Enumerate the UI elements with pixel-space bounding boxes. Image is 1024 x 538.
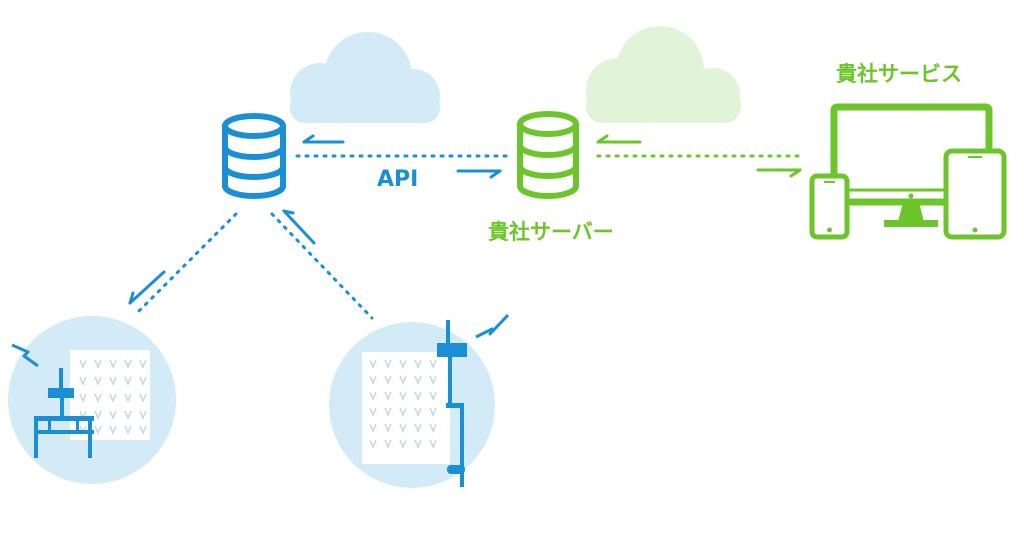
company-cloud-icon [586,26,741,123]
company-database-icon [517,111,579,199]
right-field-site-icon [329,313,510,488]
arrow-from-right-site-icon [282,209,316,245]
company-server-label: 貴社サーバー [488,220,614,244]
arrow-to-company-server-icon [456,169,502,179]
tablet-icon [943,148,1007,240]
company-service-label: 貴社サービス [836,62,962,86]
company-devices-icon [809,103,1007,240]
arrow-to-service-icon [756,168,802,178]
arrow-to-platform-icon [302,134,345,144]
left-signal-icon [11,343,39,368]
arrow-to-left-site-icon [128,270,166,305]
arrow-from-service-icon [596,134,642,144]
platform-database-icon [222,113,286,199]
left-sensor-station-icon [34,368,94,458]
platform-cloud-icon [290,32,440,123]
left-field-site-icon [8,316,176,484]
right-signal-icon [475,313,510,339]
left-site-connection-line [133,212,238,317]
api-label: API [377,167,419,192]
phone-icon [809,173,850,240]
right-site-connection-line [270,212,374,320]
right-sensor-pole-icon [437,320,467,487]
